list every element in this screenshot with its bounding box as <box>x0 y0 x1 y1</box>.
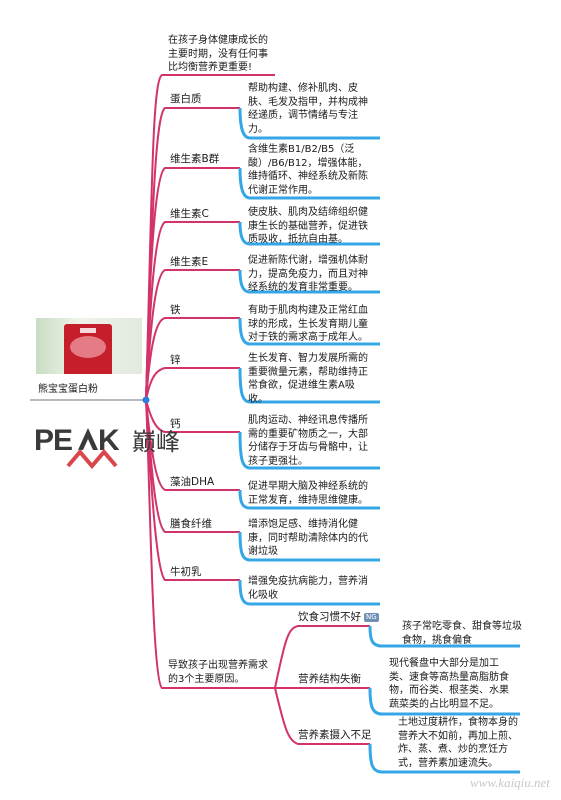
desc-vitamin-c: 使皮肤、肌肉及结缔组织健 康生长的基础营养，促进铁 质吸收，抵抗自由基。 <box>248 207 368 245</box>
desc-vitamin-e: 促进新陈代谢，增强机体耐 力，提高免疫力，而且对神 经系统的发育非常重要。 <box>248 255 368 293</box>
desc-imbalance: 现代餐盘中大部分是加工 类、速食等高热量高脂肪食 物，而谷类、根茎类、水果 蔬菜… <box>389 658 509 710</box>
desc-calcium: 肌肉运动、神经讯息传播所 需的重要矿物质之一，大部 分储存于牙齿与骨骼中，让 孩… <box>248 415 368 467</box>
node-dha: 藻油DHA <box>170 476 215 488</box>
watermark: www.kaiqiu.net <box>470 775 550 790</box>
brand-logo: PE K 巅峰 <box>34 422 194 474</box>
node-zinc: 锌 <box>170 354 181 366</box>
node-vitamin-c: 维生素C <box>170 208 209 220</box>
desc-vitamin-b: 含维生素B1/B2/B5（泛 酸）/B6/B12，增强体能， 维持循环、神经系统… <box>248 144 368 196</box>
svg-text:PE: PE <box>34 424 72 457</box>
causes-title: 导致孩子出现营养需求 的3个主要原因。 <box>168 660 268 685</box>
cause-bad-habits-label: 饮食习惯不好 <box>298 611 361 623</box>
desc-protein: 帮助构建、修补肌肉、皮 肤、毛发及指甲，并构成神 经递质，调节情绪与专注 力。 <box>248 83 368 135</box>
desc-zinc: 生长发育、智力发展所需的 重要微量元素，帮助维持正 常食欲，促进维生素A吸 收。 <box>248 353 368 405</box>
desc-colostrum: 增强免疫抗病能力，营养消 化吸收 <box>248 576 368 601</box>
ng-icon: NG <box>364 613 379 622</box>
desc-bad-habits: 孩子常吃零食、甜食等垃圾 食物，挑食偏食 <box>402 621 522 646</box>
root-dot <box>142 396 150 404</box>
svg-text:K: K <box>98 424 120 457</box>
brand-cn: 巅峰 <box>132 428 180 456</box>
cause-imbalance: 营养结构失衡 <box>298 673 361 685</box>
node-colostrum: 牛初乳 <box>170 566 202 578</box>
node-fiber: 膳食纤维 <box>170 518 212 530</box>
desc-iron: 有助于肌肉构建及正常红血 球的形成，生长发育期儿童 对于铁的需求高于成年人。 <box>248 305 368 343</box>
node-iron: 铁 <box>170 304 181 316</box>
desc-insufficient: 土地过度耕作，食物本身的 营养大不如前，再加上煎、 炸、蒸、煮、炒的烹饪方 式，… <box>398 717 518 769</box>
node-calcium: 钙 <box>170 418 181 430</box>
node-vitamin-e: 维生素E <box>170 256 209 268</box>
desc-fiber: 增添饱足感、维持消化健 康，同时帮助清除体内的代 谢垃圾 <box>248 519 368 557</box>
node-vitamin-b: 维生素B群 <box>170 153 220 165</box>
product-image <box>36 318 142 374</box>
intro-text: 在孩子身体健康成长的 主要时期，没有任何事 比均衡营养更重要! <box>168 35 268 73</box>
root-label: 熊宝宝蛋白粉 <box>38 384 98 395</box>
node-protein: 蛋白质 <box>170 93 202 105</box>
desc-dha: 促进早期大脑及神经系统的 正常发育，维持思维健康。 <box>248 481 368 506</box>
cause-insufficient: 营养素摄入不足 <box>298 729 372 741</box>
